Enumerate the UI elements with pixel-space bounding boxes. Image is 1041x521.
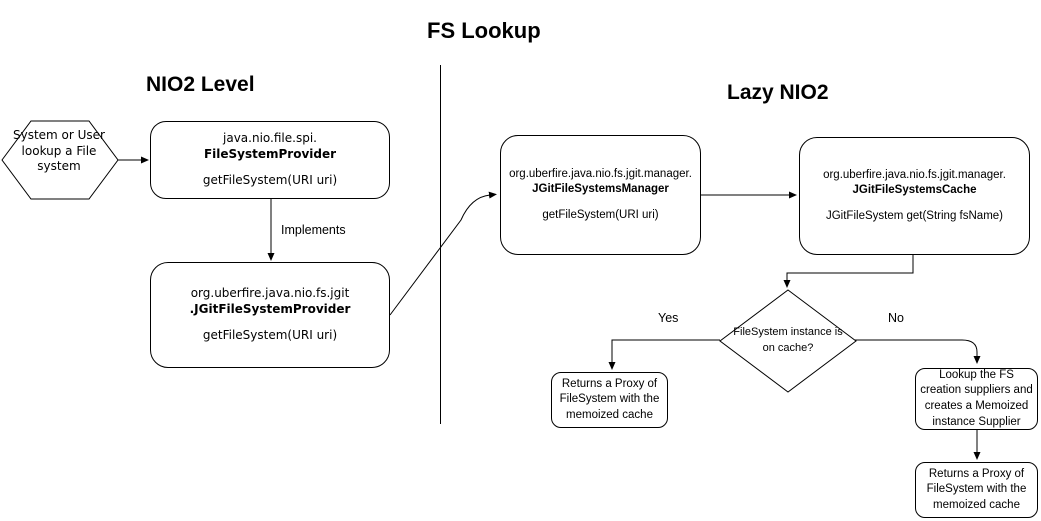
edge-decision-yes [608, 339, 720, 370]
jgit-provider-method: getFileSystem(URI uri) [202, 328, 338, 343]
cache-package: org.uberfire.java.nio.fs.jgit.manager. [823, 169, 1006, 182]
node-no-lookup: Lookup the FS creation suppliers and cre… [915, 368, 1038, 430]
start-hexagon-label: System or User lookup a File system [12, 128, 105, 174]
edge-cache-to-decision [783, 255, 914, 288]
manager-package: org.uberfire.java.nio.fs.jgit.manager. [509, 168, 692, 181]
node-filesystem-provider: java.nio.file.spi. FileSystemProvider ge… [150, 121, 390, 199]
node-jgit-filesystems-manager: org.uberfire.java.nio.fs.jgit.manager. J… [500, 135, 701, 255]
edge-decision-no [855, 339, 981, 364]
filesystem-provider-package: java.nio.file.spi. [223, 131, 317, 146]
edge-label-yes: Yes [658, 311, 679, 325]
jgit-provider-class: .JGitFileSystemProvider [189, 301, 351, 316]
edge-label-implements: Implements [281, 223, 346, 237]
decision-diamond-shape [719, 289, 857, 393]
node-no-result: Returns a Proxy of FileSystem with the m… [915, 462, 1038, 518]
decision-diamond-label: FileSystem instance is on cache? [733, 326, 843, 354]
cache-method: JGitFileSystem get(String fsName) [825, 209, 1003, 222]
filesystem-provider-class: FileSystemProvider [203, 146, 337, 161]
node-jgit-filesystem-provider: org.uberfire.java.nio.fs.jgit .JGitFileS… [150, 262, 390, 368]
manager-method: getFileSystem(URI uri) [542, 208, 659, 221]
node-jgit-filesystems-cache: org.uberfire.java.nio.fs.jgit.manager. J… [799, 137, 1030, 255]
section-heading-lazy-nio2: Lazy NIO2 [727, 81, 829, 104]
cache-class: JGitFileSystemsCache [852, 184, 977, 197]
edge-provider-to-manager [389, 191, 497, 316]
edge-label-no: No [888, 311, 904, 325]
page-title: FS Lookup [427, 18, 541, 43]
jgit-provider-package: org.uberfire.java.nio.fs.jgit [190, 286, 350, 301]
node-yes-result: Returns a Proxy of FileSystem with the m… [551, 372, 668, 428]
filesystem-provider-method: getFileSystem(URI uri) [202, 173, 338, 188]
section-heading-nio2: NIO2 Level [146, 73, 255, 96]
manager-class: JGitFileSystemsManager [532, 183, 669, 196]
